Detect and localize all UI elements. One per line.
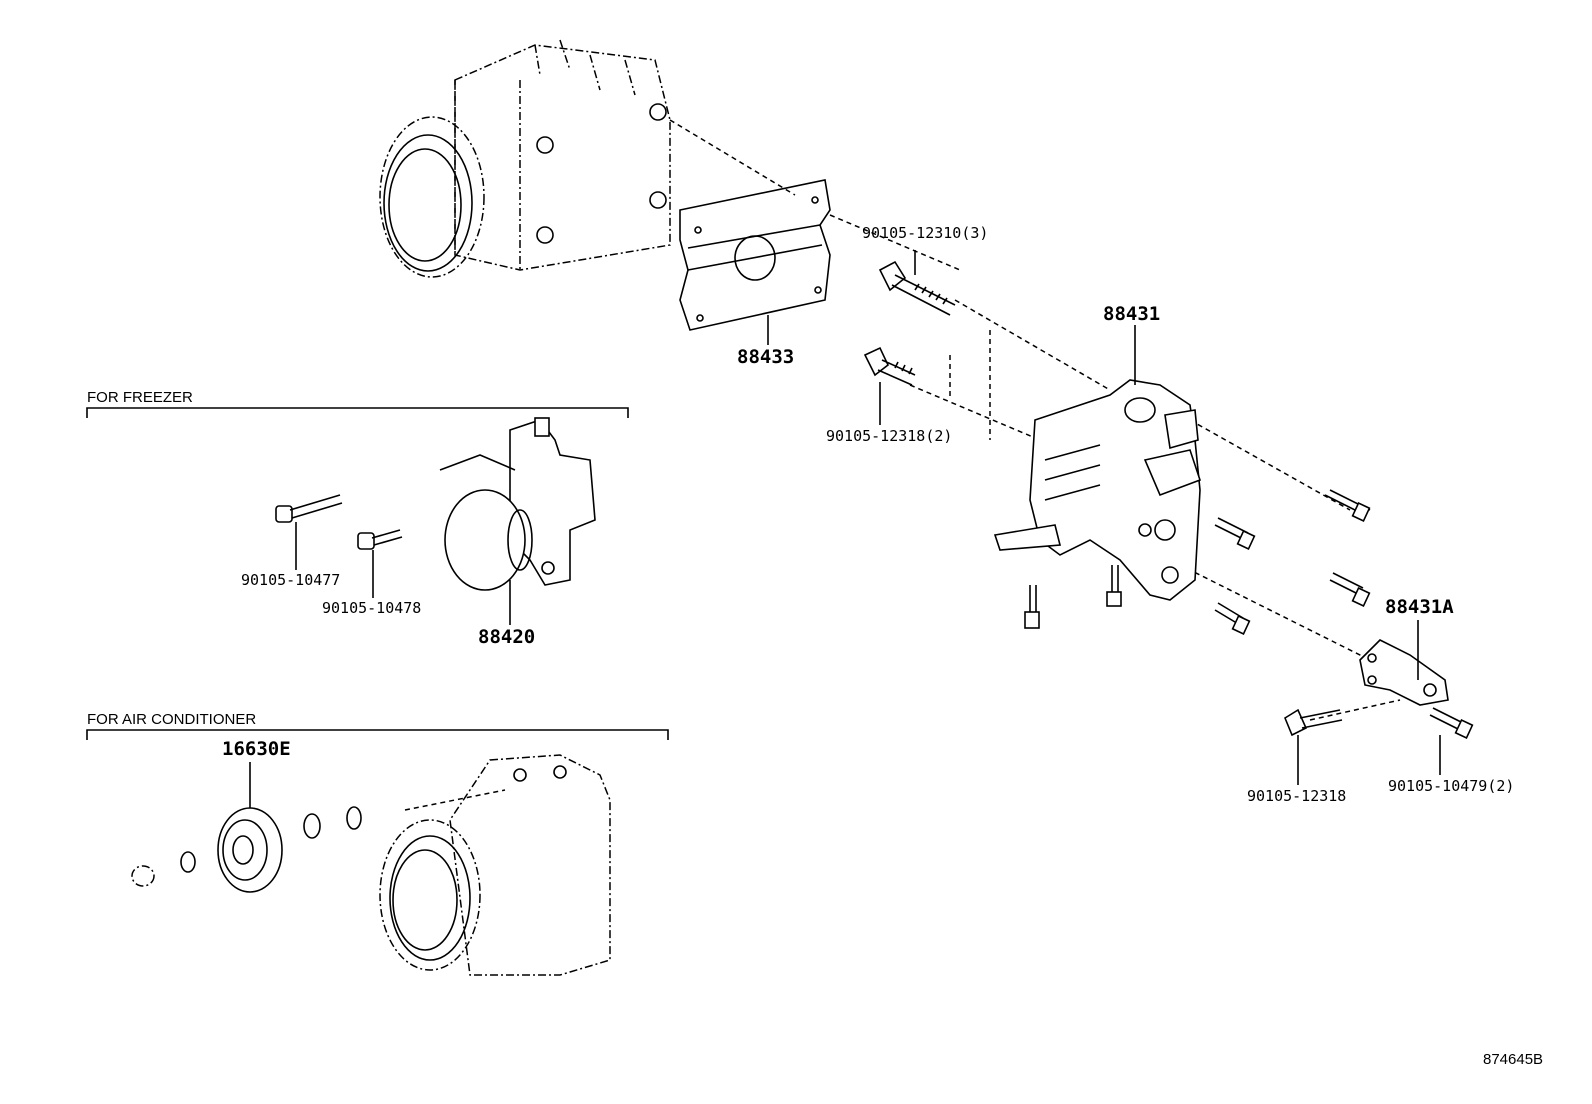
idler-88420 [439, 417, 596, 591]
bracket-88431A [1359, 639, 1449, 706]
part-label-90105-10479[interactable]: 90105-10479(2) [1388, 777, 1515, 795]
part-label-16630E[interactable]: 16630E [222, 738, 291, 760]
part-label-90105-12310[interactable]: 90105-12310(3) [862, 224, 989, 242]
part-label-90105-10478[interactable]: 90105-10478 [322, 599, 422, 617]
ac-section-bracket [86, 729, 669, 740]
compressor-top [379, 39, 671, 278]
part-label-88431A[interactable]: 88431A [1385, 596, 1454, 618]
pulley-16630E [217, 807, 283, 893]
bolt-90105-12310 [878, 260, 956, 316]
diagram-code: 874645B [1483, 1051, 1544, 1068]
bolt-90105-12318 [1284, 708, 1343, 737]
bolt-90105-10479 [1429, 707, 1474, 739]
part-label-88433[interactable]: 88433 [737, 346, 795, 368]
washers-nuts [131, 806, 362, 887]
part-label-90105-12318-2[interactable]: 90105-12318(2) [826, 427, 953, 445]
part-label-88431[interactable]: 88431 [1103, 303, 1161, 325]
bolt-90105-12318-2 [863, 346, 916, 386]
small-bolts [1024, 489, 1371, 635]
part-label-90105-12318[interactable]: 90105-12318 [1247, 787, 1347, 805]
compressor-ac [379, 754, 611, 976]
leader-dashes [404, 119, 1401, 811]
section-label-air-conditioner: FOR AIR CONDITIONER [87, 711, 257, 728]
bolt-90105-10477 [275, 494, 343, 523]
bolt-90105-10478 [357, 529, 403, 550]
freezer-section-bracket [86, 407, 629, 418]
section-label-freezer: FOR FREEZER [87, 389, 193, 406]
bracket-88431 [993, 379, 1202, 601]
label-leaders [249, 250, 1441, 808]
part-label-88420[interactable]: 88420 [478, 626, 536, 648]
part-label-90105-10477[interactable]: 90105-10477 [241, 571, 341, 589]
plate-88433 [679, 179, 831, 331]
